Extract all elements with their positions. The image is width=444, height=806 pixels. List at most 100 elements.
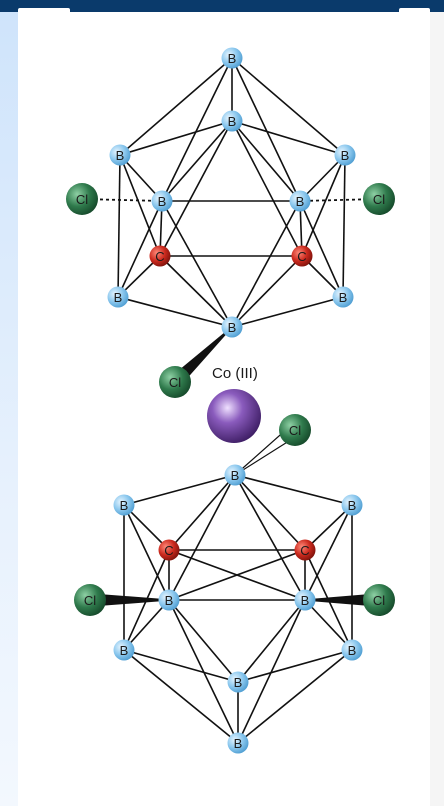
- bond-b6-b10: [168, 599, 239, 683]
- right-margin-band: [430, 12, 444, 806]
- boron-label: B: [120, 498, 129, 513]
- boron-sphere: [109, 144, 131, 166]
- boron-atom-t9: B: [107, 286, 129, 308]
- carbon-atom-b4: C: [158, 539, 180, 561]
- bond-b8-b11: [123, 649, 239, 744]
- wedge-bonds: [103, 326, 366, 606]
- chlorine-sphere: [74, 584, 106, 616]
- left-sidebar-band: [0, 12, 18, 806]
- bond-t5-t9: [117, 200, 163, 298]
- boron-atom-b10: B: [227, 671, 249, 693]
- bond-b1-b4: [168, 474, 236, 551]
- chlorine-sphere: [159, 366, 191, 398]
- boron-atom-t11: B: [221, 316, 243, 338]
- boron-label: B: [228, 114, 237, 129]
- chlorine-atom-tcl1: Cl: [66, 183, 98, 215]
- boron-label: B: [296, 194, 305, 209]
- boron-sphere: [224, 464, 246, 486]
- boron-sphere: [221, 110, 243, 132]
- bond-t3-t7: [119, 154, 161, 257]
- bond-b1-b2: [123, 474, 236, 506]
- boron-atom-t10: B: [332, 286, 354, 308]
- boron-sphere: [221, 47, 243, 69]
- boron-atom-t4: B: [334, 144, 356, 166]
- boron-sphere: [227, 732, 249, 754]
- boron-atom-b1: B: [224, 464, 246, 486]
- bond-b8-b10: [123, 649, 239, 683]
- bond-t3-t9: [117, 154, 121, 298]
- chlorine-sphere: [363, 183, 395, 215]
- boron-label: B: [348, 643, 357, 658]
- bond-t8-t11: [231, 255, 303, 328]
- header-tab-left: [18, 8, 70, 14]
- boron-label: B: [234, 736, 243, 751]
- header-tab-right: [399, 8, 430, 14]
- carbon-label: C: [297, 249, 306, 264]
- boron-sphere: [107, 286, 129, 308]
- boron-sphere: [341, 639, 363, 661]
- chlorine-sphere: [279, 414, 311, 446]
- boron-atom-t1: B: [221, 47, 243, 69]
- boron-label: B: [120, 643, 129, 658]
- carbon-sphere: [291, 245, 313, 267]
- bond-b2-b6: [123, 504, 170, 601]
- boron-atom-b2: B: [113, 494, 135, 516]
- bond-b1-b7: [234, 474, 306, 601]
- boron-label: B: [348, 498, 357, 513]
- bond-t10-t11: [231, 296, 344, 328]
- boron-label: B: [158, 194, 167, 209]
- carbon-atom-b5: C: [294, 539, 316, 561]
- chlorine-label: Cl: [169, 375, 181, 390]
- carbon-label: C: [300, 543, 309, 558]
- bond-t9-t11: [117, 296, 233, 328]
- chlorine-label: Cl: [84, 593, 96, 608]
- chlorine-atom-bcl2: Cl: [363, 584, 395, 616]
- metal-label: Co (III): [212, 365, 258, 382]
- bond-t4-t10: [342, 154, 346, 298]
- boron-label: B: [165, 593, 174, 608]
- chlorine-label: Cl: [76, 192, 88, 207]
- carbon-atom-t8: C: [291, 245, 313, 267]
- bond-b1-b5: [234, 474, 306, 551]
- boron-label: B: [301, 593, 310, 608]
- chlorine-sphere: [363, 584, 395, 616]
- boron-sphere: [289, 190, 311, 212]
- carbon-sphere: [149, 245, 171, 267]
- bond-t1-t4: [231, 57, 346, 156]
- boron-label: B: [339, 290, 348, 305]
- bond-b6-b8: [123, 599, 170, 651]
- bond-b3-b5: [304, 504, 353, 551]
- carbon-sphere: [158, 539, 180, 561]
- bond-b7-b11: [237, 599, 306, 744]
- boron-label: B: [114, 290, 123, 305]
- boron-sphere: [334, 144, 356, 166]
- cobalt-sphere: [207, 389, 261, 443]
- boron-atom-t2: B: [221, 110, 243, 132]
- chlorine-atom-tcl3: Cl: [159, 366, 191, 398]
- boron-label: B: [231, 468, 240, 483]
- bond-t4-t6: [299, 154, 346, 202]
- chlorine-atom-bcl1: Cl: [74, 584, 106, 616]
- boron-atom-b8: B: [113, 639, 135, 661]
- bond-t2-t8: [231, 120, 303, 257]
- carbon-label: C: [164, 543, 173, 558]
- boron-atom-t3: B: [109, 144, 131, 166]
- bond-b9-b10: [237, 649, 353, 683]
- bond-t5-t11: [161, 200, 233, 328]
- bond-t1-t5: [161, 57, 233, 202]
- chlorine-atom-tcl2: Cl: [363, 183, 395, 215]
- bond-b7-b10: [237, 599, 306, 683]
- boron-sphere: [151, 190, 173, 212]
- bond-b1-b3: [234, 474, 353, 506]
- bond-t4-t8: [301, 154, 346, 257]
- carbon-label: C: [155, 249, 164, 264]
- boron-sphere: [227, 671, 249, 693]
- bond-b1-b6: [168, 474, 236, 601]
- bond-t2-t5: [161, 120, 233, 202]
- boron-label: B: [228, 320, 237, 335]
- boron-sphere: [113, 639, 135, 661]
- bond-lines: [81, 57, 380, 744]
- boron-atom-b9: B: [341, 639, 363, 661]
